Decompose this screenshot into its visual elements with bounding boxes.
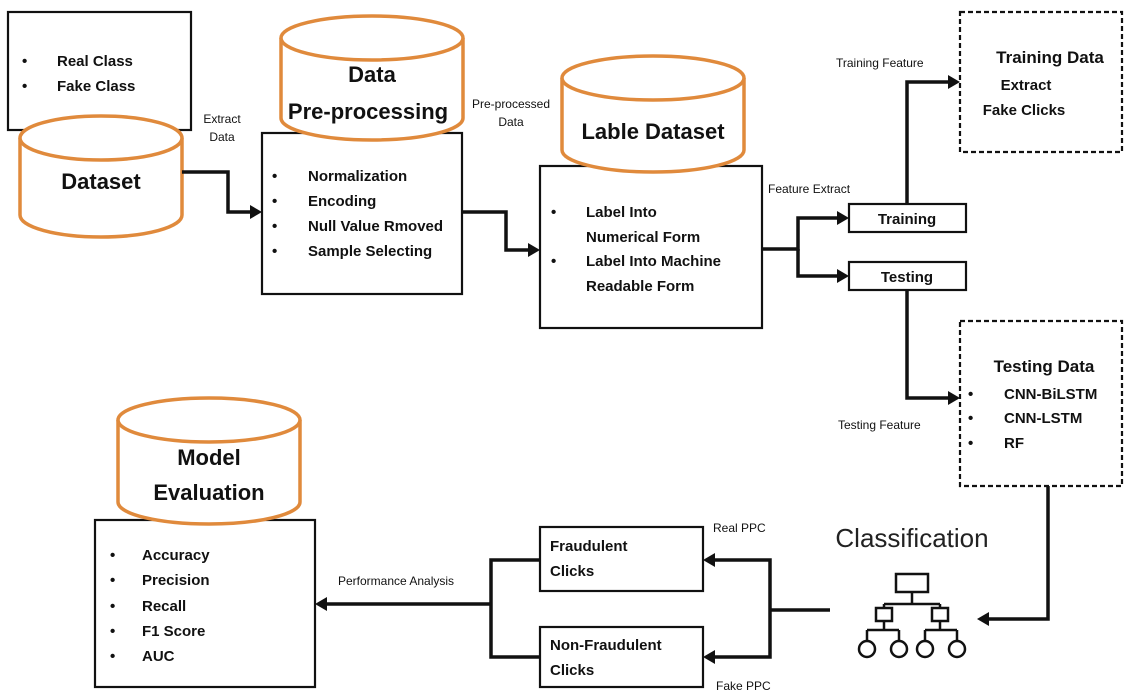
arrow-preprocessing-label: [462, 210, 532, 252]
label-item: Numerical Form: [586, 229, 700, 246]
label-item: Label Into Machine: [586, 253, 721, 270]
arrow-to-non-fraudulent: [713, 610, 772, 659]
class-item-fake: Fake Class: [57, 78, 135, 95]
svg-text:•: •: [272, 193, 277, 210]
arrowhead: [948, 75, 960, 89]
evaluation-item: Precision: [142, 572, 210, 589]
arrow-testing-data: [905, 290, 952, 400]
svg-text:•: •: [968, 386, 973, 403]
preprocessed-label-2: Data: [498, 115, 524, 129]
training-data-title: Training Data: [996, 48, 1104, 67]
dataset-cylinder: Dataset: [18, 114, 184, 239]
preprocessing-item: Normalization: [308, 168, 407, 185]
non-fraudulent-line: Non-Fraudulent: [550, 637, 662, 654]
preprocessing-item: Encoding: [308, 193, 376, 210]
testing-data-box: Testing Data • CNN-BiLSTM • CNN-LSTM • R…: [958, 319, 1124, 488]
testing-data-item: CNN-LSTM: [1004, 410, 1082, 427]
arrowhead: [837, 211, 849, 225]
arrowhead: [703, 553, 715, 567]
preprocessed-label-1: Pre-processed: [472, 97, 550, 111]
arrow-training-data: [905, 80, 952, 204]
class-box: • Real Class • Fake Class: [6, 10, 193, 132]
svg-text:•: •: [110, 547, 115, 564]
svg-text:•: •: [22, 78, 27, 95]
svg-text:•: •: [110, 572, 115, 589]
label-item: Label Into: [586, 204, 657, 221]
testing-label: Testing: [881, 269, 933, 286]
svg-text:•: •: [551, 253, 556, 270]
svg-text:•: •: [968, 435, 973, 452]
testing-data-item: CNN-BiLSTM: [1004, 386, 1097, 403]
fraudulent-box: Fraudulent Clicks: [538, 525, 705, 593]
model-evaluation-title-1: Model: [177, 445, 241, 470]
svg-text:•: •: [551, 204, 556, 221]
label-item: Readable Form: [586, 278, 694, 295]
arrowhead: [528, 243, 540, 257]
svg-text:•: •: [272, 168, 277, 185]
training-box: Training: [847, 202, 968, 234]
fake-ppc-label: Fake PPC: [716, 679, 771, 692]
class-item-real: Real Class: [57, 53, 133, 70]
performance-label: Performance Analysis: [338, 574, 454, 588]
training-data-line: Fake Clicks: [983, 102, 1066, 119]
training-data-box: Training Data Extract Fake Clicks: [958, 10, 1124, 154]
arrow-to-training: [762, 216, 841, 251]
training-label: Training: [878, 211, 936, 228]
preprocessing-item: Sample Selecting: [308, 243, 432, 260]
arrow-to-fraudulent: [713, 558, 772, 610]
svg-text:•: •: [22, 53, 27, 70]
label-dataset-title: Lable Dataset: [581, 119, 725, 144]
evaluation-item: AUC: [142, 648, 175, 665]
non-fraudulent-line: Clicks: [550, 662, 594, 679]
preprocessing-item: Null Value Rmoved: [308, 218, 443, 235]
arrowhead: [837, 269, 849, 283]
training-data-line: Extract: [1001, 77, 1052, 94]
testing-data-title: Testing Data: [994, 357, 1095, 376]
svg-text:•: •: [272, 243, 277, 260]
arrow-to-testing: [796, 249, 841, 278]
fraudulent-connector: [489, 558, 540, 659]
testing-data-item: RF: [1004, 435, 1024, 452]
preprocessing-title-1: Data: [348, 62, 396, 87]
evaluation-item: Accuracy: [142, 547, 210, 564]
extract-data-label-1: Extract: [203, 112, 241, 126]
extract-data-label-2: Data: [209, 130, 235, 144]
training-feature-label: Training Feature: [836, 56, 924, 70]
svg-text:•: •: [968, 410, 973, 427]
non-fraudulent-box: Non-Fraudulent Clicks: [538, 625, 705, 689]
fraudulent-line: Clicks: [550, 563, 594, 580]
preprocessing-title-2: Pre-processing: [288, 99, 448, 124]
arrow-dataset-preprocessing: [182, 170, 254, 214]
svg-text:•: •: [110, 598, 115, 615]
label-dataset-block: Lable Dataset • Label Into Numerical For…: [538, 54, 764, 330]
svg-text:•: •: [110, 648, 115, 665]
arrowhead: [315, 597, 327, 611]
dataset-title: Dataset: [61, 169, 141, 194]
feature-extract-label: Feature Extract: [768, 182, 851, 196]
arrowhead: [703, 650, 715, 664]
model-evaluation-title-2: Evaluation: [153, 480, 264, 505]
arrowhead: [250, 205, 262, 219]
hierarchy-icon: [857, 572, 967, 659]
evaluation-item: Recall: [142, 598, 186, 615]
fraudulent-line: Fraudulent: [550, 538, 628, 555]
model-evaluation-block: Model Evaluation • Accuracy • Precision …: [93, 396, 317, 689]
arrowhead: [948, 391, 960, 405]
preprocessing-block: Data Pre-processing • Normalization • En…: [260, 14, 465, 296]
arrowhead: [977, 612, 989, 626]
evaluation-item: F1 Score: [142, 623, 205, 640]
svg-text:•: •: [272, 218, 277, 235]
testing-feature-label: Testing Feature: [838, 418, 921, 432]
arrow-to-classification: [987, 486, 1050, 621]
real-ppc-label: Real PPC: [713, 521, 766, 535]
svg-text:•: •: [110, 623, 115, 640]
classification-label: Classification: [835, 523, 988, 553]
testing-box: Testing: [847, 260, 968, 292]
